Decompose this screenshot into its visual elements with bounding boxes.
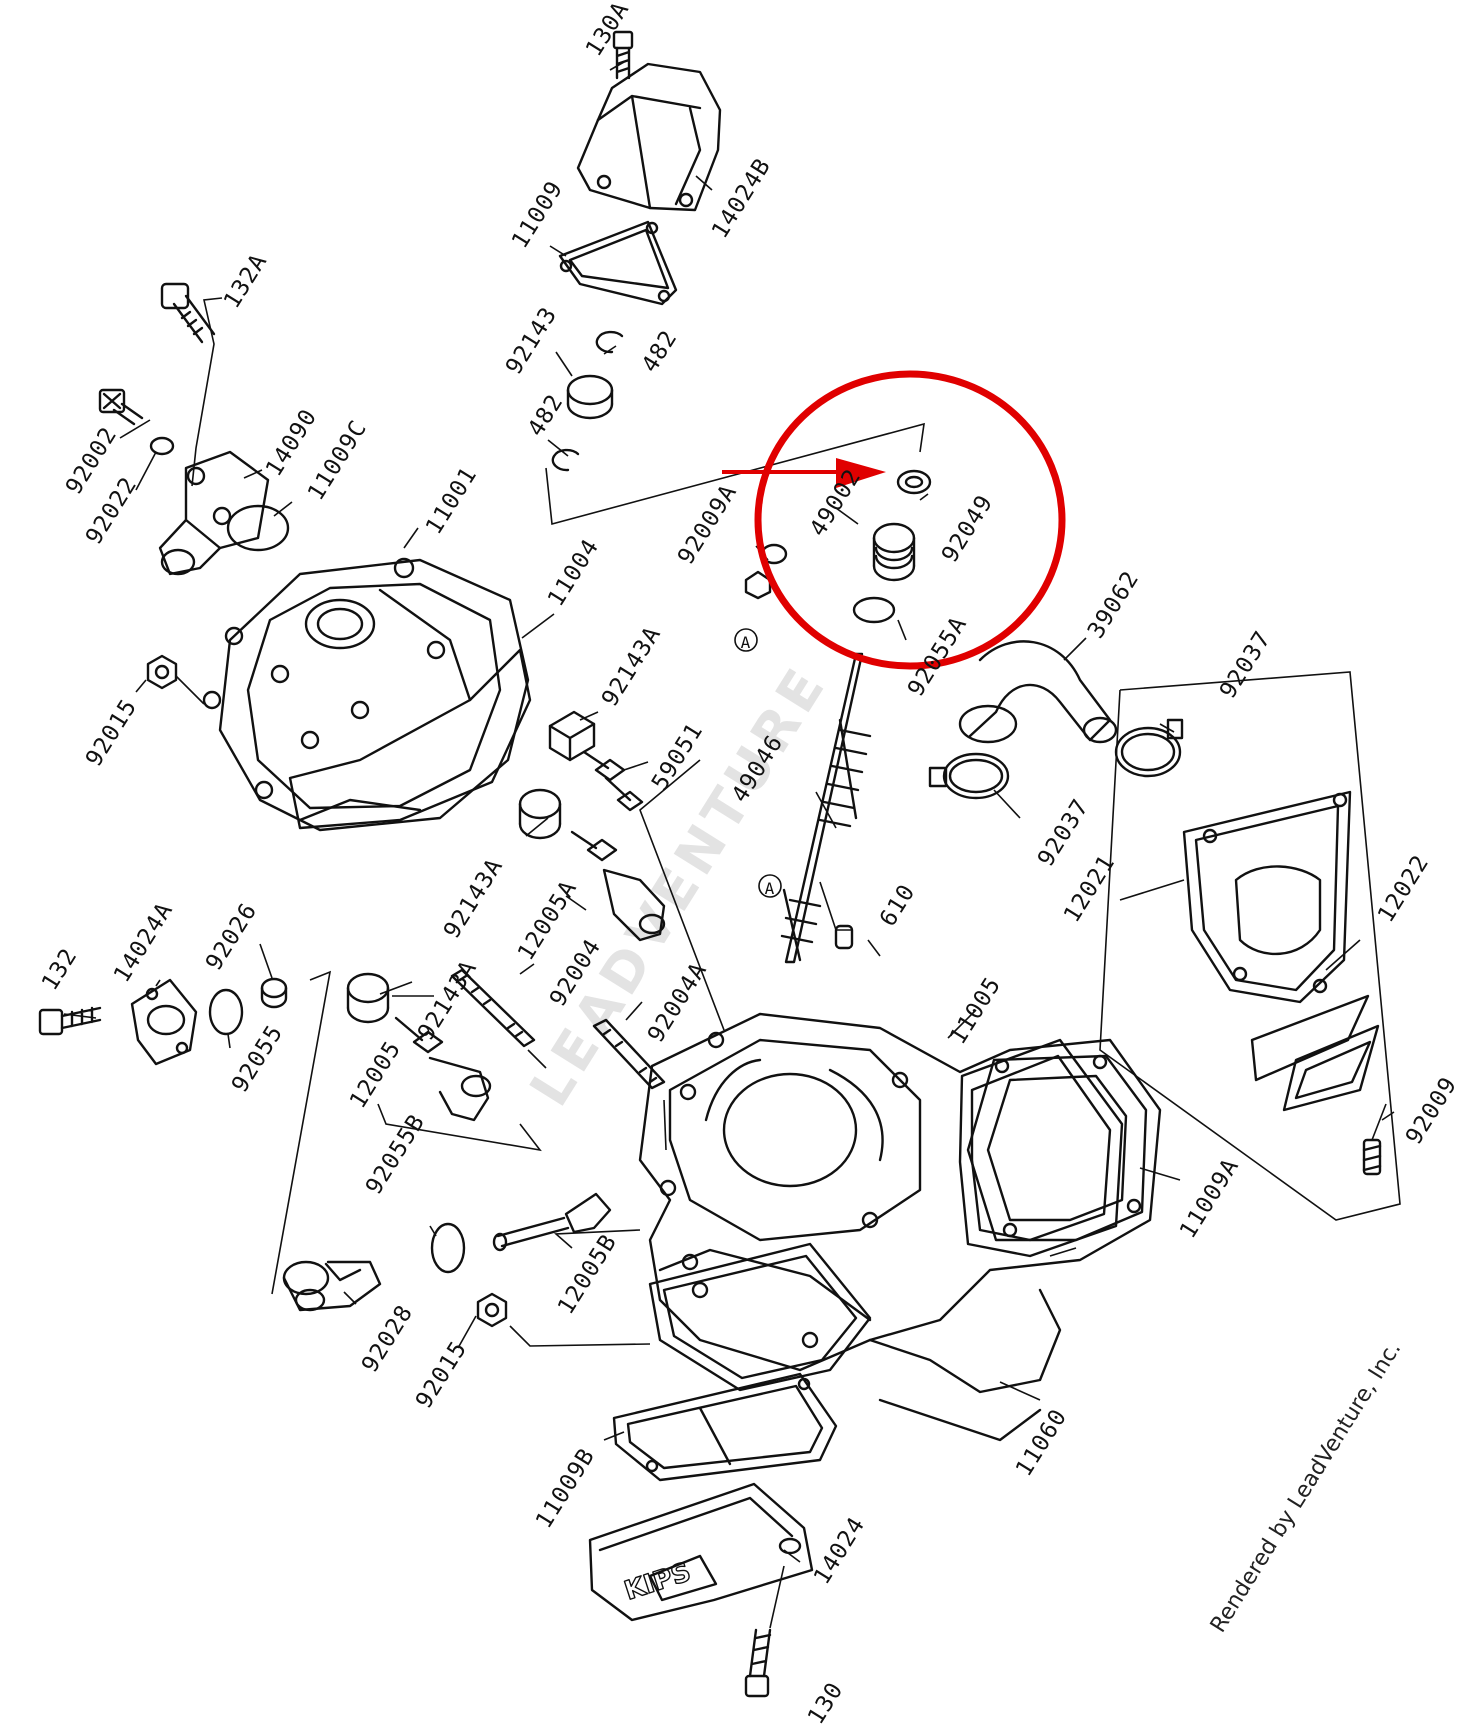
callout-a-1: A (734, 628, 758, 652)
cover-14024: KIPS (588, 1482, 814, 1622)
collar-92143a-2 (518, 788, 562, 840)
part-label-92055: 92055 (227, 1020, 288, 1097)
part-label-92143a: 92143A (597, 622, 666, 711)
part-label-11005: 11005 (945, 972, 1006, 1049)
valve-12005a (570, 830, 666, 942)
gasket-11009b (612, 1372, 838, 1482)
part-label-11009b: 11009B (531, 1444, 600, 1533)
highlight-annotation (722, 370, 1066, 670)
nut-92015-lower (476, 1292, 508, 1328)
collar-92143a-1 (548, 710, 596, 762)
gasket-11009c (226, 504, 290, 552)
part-label-12005a: 12005A (513, 876, 582, 965)
part-label-482: 482 (523, 390, 569, 442)
part-label-12005: 12005 (345, 1036, 406, 1113)
credit-text: Rendered by LeadVenture, Inc. (1206, 1337, 1406, 1637)
part-label-92037: 92037 (1033, 794, 1094, 871)
part-label-14024b: 14024B (707, 154, 776, 243)
cover-14024b (576, 62, 722, 212)
water-fitting-14090 (158, 450, 270, 576)
gasket-11004 (288, 648, 532, 830)
cylinder-11005 (638, 1012, 1162, 1372)
oring-92055b (430, 1222, 466, 1274)
svg-text:A: A (765, 879, 776, 898)
gasket-11009a (958, 1038, 1124, 1258)
part-label-14090: 14090 (261, 404, 322, 481)
part-label-92143a: 92143A (439, 854, 508, 943)
part-label-49002: 49002 (805, 464, 866, 541)
hose-39062 (958, 640, 1118, 744)
bolt-132 (38, 1006, 102, 1036)
clamp-92037-left (928, 752, 1010, 800)
washer-92022 (149, 436, 175, 456)
part-label-39062: 39062 (1083, 566, 1144, 643)
cap-14024a (130, 978, 198, 1066)
part-label-12022: 12022 (1373, 850, 1434, 927)
oring-92055a (852, 596, 896, 624)
part-label-11004: 11004 (543, 534, 604, 611)
part-label-130: 130 (803, 1678, 849, 1728)
reed-valve-12021 (1182, 790, 1352, 1004)
gear-59051 (582, 750, 644, 812)
washer-92026 (260, 977, 288, 1009)
stud-92004a (592, 1018, 666, 1090)
part-label-11009a: 11009A (1175, 1154, 1244, 1243)
svg-text:A: A (741, 633, 752, 652)
collar-92143 (566, 374, 614, 420)
part-label-14024a: 14024A (109, 898, 178, 987)
gasket-11060 (648, 1242, 1062, 1442)
part-label-92143: 92143 (501, 302, 562, 379)
bolt-130 (744, 1628, 772, 1698)
part-label-92049: 92049 (937, 490, 998, 567)
part-label-92015: 92015 (411, 1336, 472, 1413)
part-label-59051: 59051 (647, 718, 708, 795)
plug-49002 (872, 522, 916, 582)
part-label-12005b: 12005B (553, 1230, 622, 1319)
stud-92004 (450, 968, 536, 1048)
nut-92015-upper (146, 654, 178, 690)
part-label-12021: 12021 (1059, 850, 1120, 927)
part-label-132: 132 (37, 944, 83, 996)
clip-482-lower (551, 448, 580, 472)
part-label-14024: 14024 (809, 1512, 870, 1589)
part-label-482: 482 (637, 326, 683, 378)
part-label-610: 610 (875, 880, 921, 932)
gasket-11009 (558, 220, 678, 306)
holder-92028 (282, 1260, 382, 1312)
valve-12005b (492, 1192, 612, 1252)
cylinder-head-11001 (202, 557, 530, 832)
part-label-92009a: 92009A (673, 480, 742, 569)
part-label-92037: 92037 (1215, 626, 1276, 703)
bolt-92009 (1362, 1138, 1382, 1176)
leader-lines (63, 61, 1401, 1629)
bolt-92002 (98, 388, 144, 426)
clip-482-upper (595, 330, 624, 354)
highlight-circle (754, 370, 1066, 670)
pin-610 (834, 924, 854, 950)
part-label-11001: 11001 (421, 462, 482, 539)
rod-49046 (780, 652, 872, 964)
part-label-92026: 92026 (201, 898, 262, 975)
valve-12005 (394, 1016, 492, 1122)
bolt-130a (612, 30, 634, 80)
part-label-92028: 92028 (357, 1300, 418, 1377)
clamp-92037-right (1114, 718, 1184, 778)
washer-92049 (896, 469, 932, 495)
svg-text:KIPS: KIPS (621, 1557, 695, 1606)
callout-a-2: A (758, 874, 782, 898)
part-label-132a: 132A (219, 249, 273, 313)
part-label-11009: 11009 (507, 176, 568, 253)
part-label-92143a: 92143A (413, 956, 482, 1045)
bolt-132a (160, 282, 216, 344)
part-label-92009: 92009 (1401, 1072, 1462, 1149)
part-label-11060: 11060 (1011, 1404, 1072, 1481)
reed-petals-12022 (1250, 994, 1380, 1112)
part-label-92015: 92015 (81, 694, 142, 771)
collar-92143a-3 (346, 972, 390, 1024)
oring-92055 (208, 988, 244, 1036)
part-label-92055b: 92055B (361, 1110, 430, 1199)
